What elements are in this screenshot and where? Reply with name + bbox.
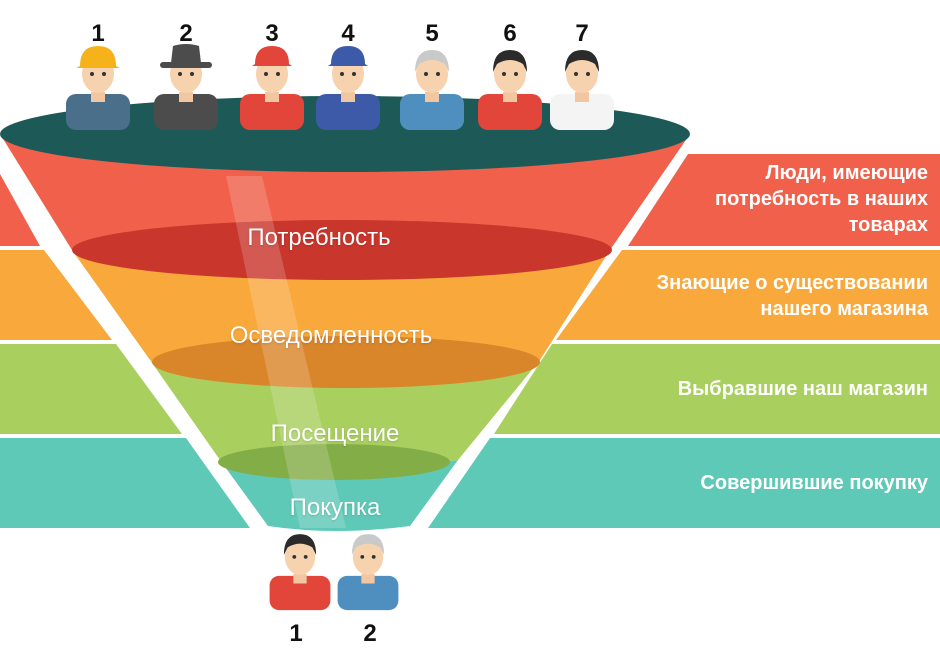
top-number-6: 6 (503, 20, 517, 47)
top-number-1: 1 (91, 20, 105, 47)
grandfather-icon (400, 50, 464, 130)
funnel-highlight (226, 176, 346, 528)
band-visit-left (0, 344, 182, 434)
stage-label-awareness: Осведомленность (229, 322, 433, 349)
stage-label-purchase: Покупка (289, 494, 381, 521)
band-description-need: Люди, имеющие потребность в наших товара… (715, 162, 928, 236)
top-number-5: 5 (425, 20, 439, 47)
band-awareness-left (0, 250, 112, 340)
band-purchase-left (0, 438, 250, 528)
top-number-7: 7 (575, 20, 589, 47)
band-description-awareness: Знающие о существовании нашего магазина (656, 272, 928, 320)
woman-icon (478, 50, 542, 130)
grandfather-icon (337, 534, 399, 611)
builder-icon (66, 46, 130, 130)
top-number-3: 3 (265, 20, 279, 47)
band-purchase (428, 438, 940, 528)
waiter-icon (550, 50, 614, 130)
band-need-left (0, 174, 40, 246)
top-number-4: 4 (341, 20, 355, 47)
band-description-visit: Выбравшие наш магазин (677, 378, 928, 400)
top-number-2: 2 (179, 20, 193, 47)
bottom-number-2: 2 (363, 620, 377, 647)
funnel-section-visit (150, 360, 540, 470)
guard-icon (316, 46, 380, 130)
band-description-purchase: Совершившие покупку (700, 472, 928, 494)
band-need (628, 154, 940, 246)
stage-label-visit: Посещение (270, 420, 400, 447)
bottom-number-1: 1 (289, 620, 303, 647)
detective-icon (154, 44, 218, 130)
band-visit (494, 344, 940, 434)
disc-awareness (152, 336, 540, 388)
courier-icon (240, 46, 304, 130)
people-bottom-row (269, 534, 399, 611)
stage-label-need: Потребность (247, 224, 391, 251)
woman-icon (269, 534, 331, 611)
disc-need (72, 220, 612, 280)
disc-visit (218, 444, 450, 480)
people-top-row (66, 44, 614, 130)
band-awareness (556, 250, 940, 340)
